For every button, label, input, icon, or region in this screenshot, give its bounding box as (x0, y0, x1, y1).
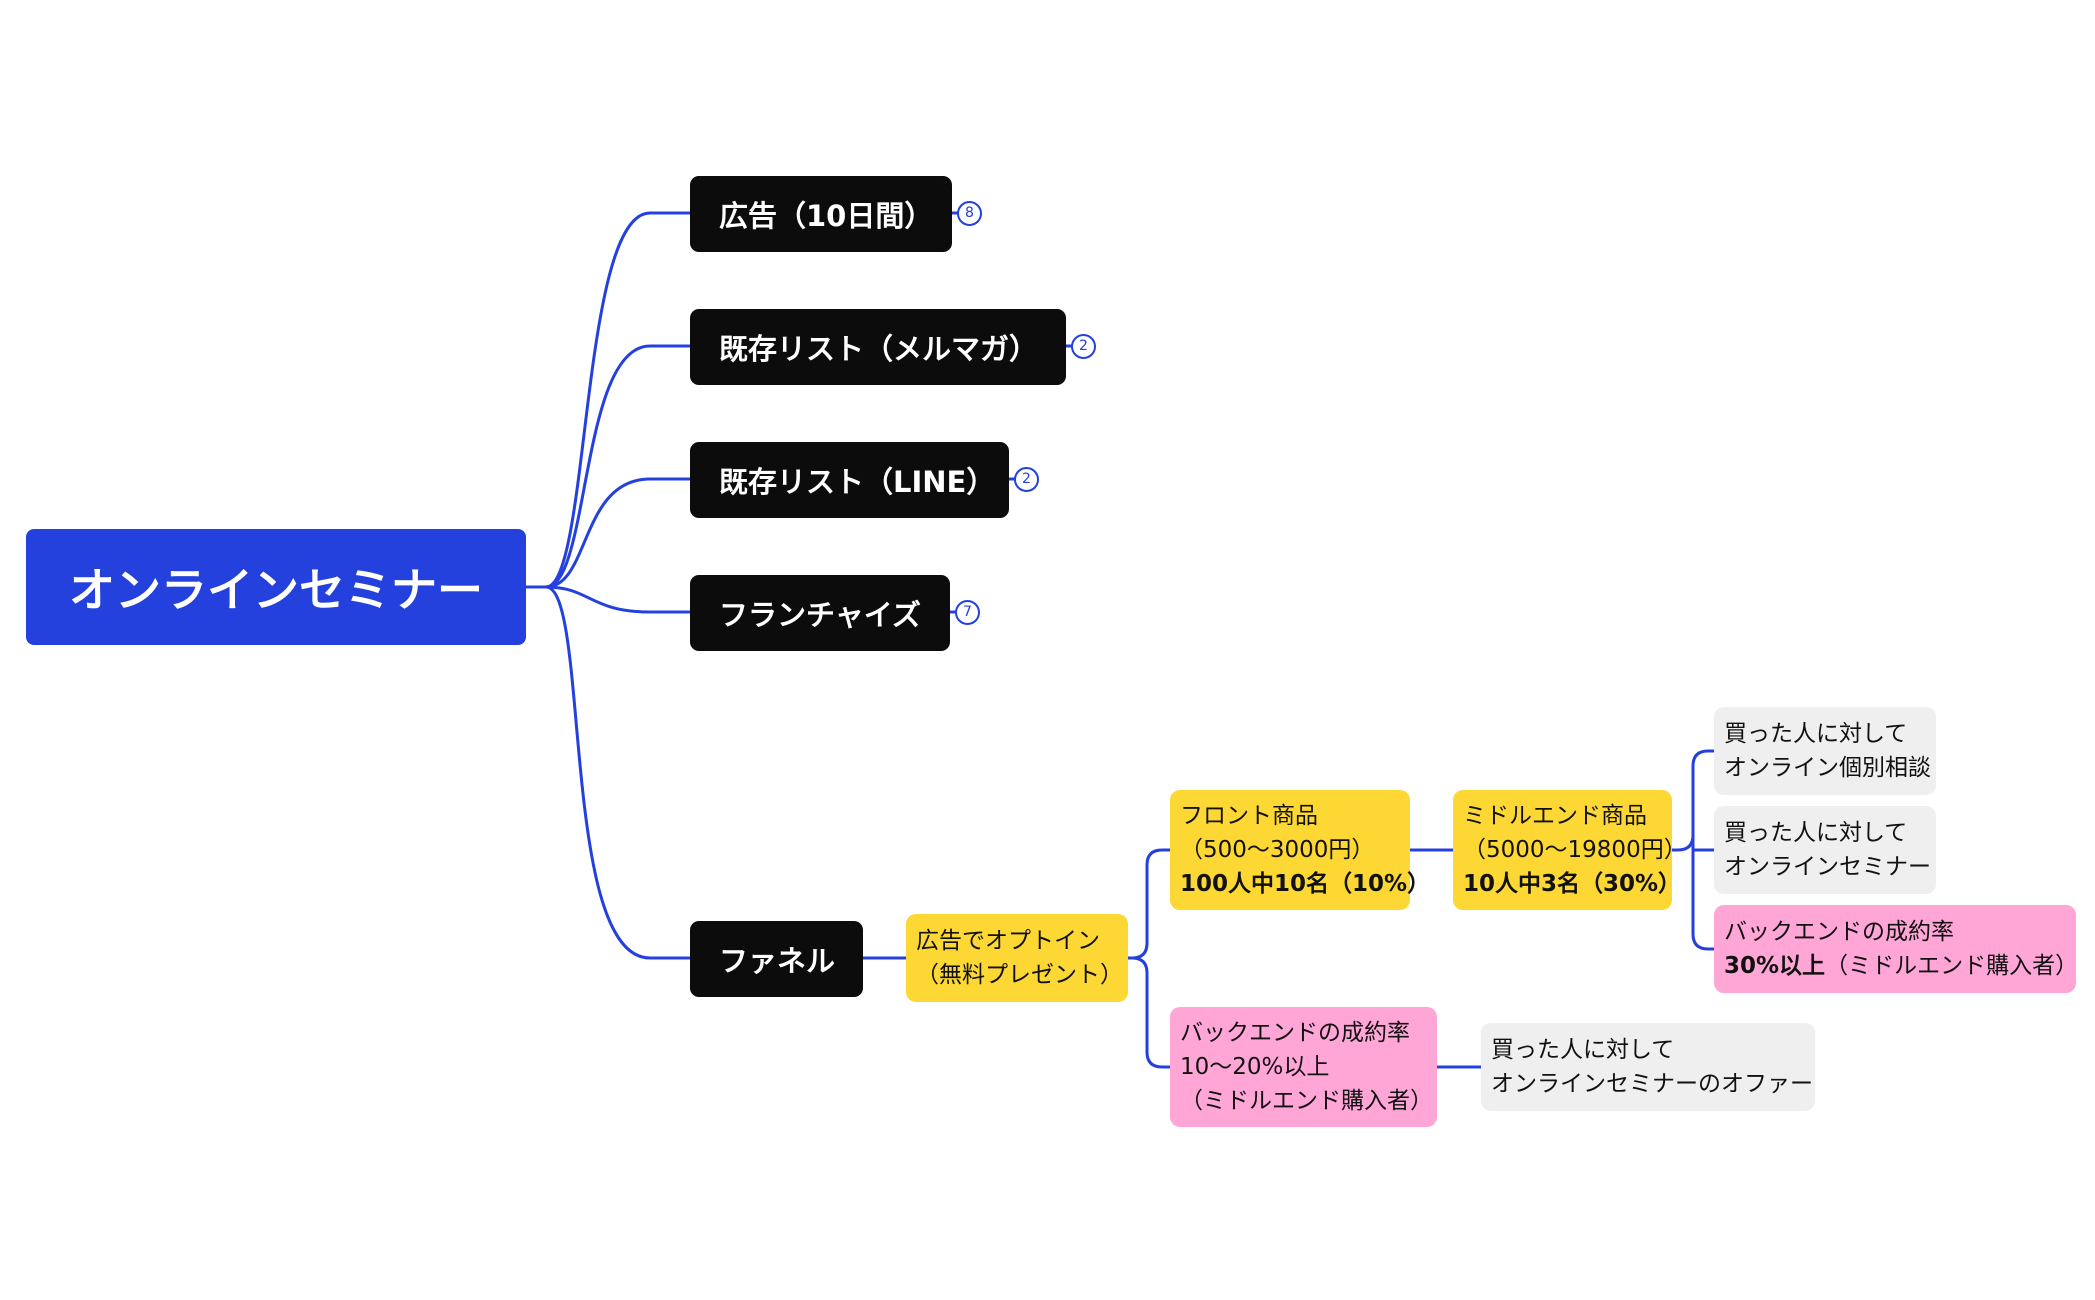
branch-franchise[interactable]: フランチャイズ (690, 575, 950, 651)
edge-middle-children (1672, 749, 1714, 951)
front-line2: （500〜3000円） (1180, 837, 1375, 863)
collapsed-count-badge-ad[interactable]: 8 (957, 201, 982, 226)
backend-child-offer[interactable]: 買った人に対して オンラインセミナーのオファー (1481, 1023, 1815, 1111)
front-product-node[interactable]: フロント商品 （500〜3000円） 100人中10名（10%） (1170, 790, 1431, 910)
front-line3: 100人中10名（10%） (1180, 871, 1431, 897)
edge-optin-backend (1128, 956, 1170, 1069)
edge-optin-front (1128, 848, 1170, 960)
offer-line2: オンラインセミナーのオファー (1491, 1071, 1813, 1097)
edge-root-mailmag (526, 344, 690, 589)
edge-root-franchise (526, 585, 690, 614)
middle-product-node[interactable]: ミドルエンド商品 （5000〜19800円） 10人中3名（30%） (1453, 790, 1687, 910)
branch-funnel-label: ファネル (719, 944, 836, 978)
consult-line2: オンライン個別相談 (1724, 755, 1931, 781)
root-label: オンラインセミナー (69, 563, 483, 617)
seminar-line2: オンラインセミナー (1724, 854, 1931, 880)
collapsed-count-badge-line[interactable]: 2 (1014, 467, 1039, 492)
branch-ad[interactable]: 広告（10日間） (690, 176, 952, 252)
front-line1: フロント商品 (1180, 803, 1318, 829)
edge-root-ad (526, 211, 690, 589)
edge-root-line (526, 477, 690, 589)
seminar-line1: 買った人に対して (1724, 820, 1908, 846)
branch-ad-label: 広告（10日間） (719, 199, 934, 233)
middle-line2: （5000〜19800円） (1463, 837, 1687, 863)
middle-child-seminar[interactable]: 買った人に対して オンラインセミナー (1714, 806, 1936, 894)
backend-rate-line2: 30%以上（ミドルエンド購入者） (1724, 949, 2079, 983)
backend-line1: バックエンドの成約率 (1180, 1020, 1410, 1046)
branch-line[interactable]: 既存リスト（LINE） (690, 442, 1009, 518)
middle-line3: 10人中3名（30%） (1463, 871, 1682, 897)
optin-node[interactable]: 広告でオプトイン （無料プレゼント） (906, 914, 1128, 1002)
backend-rate-line1: バックエンドの成約率 (1724, 919, 1954, 945)
branch-franchise-label: フランチャイズ (719, 598, 921, 632)
branch-mailmag-label: 既存リスト（メルマガ） (719, 332, 1039, 366)
backend-rate-bold: 30%以上 (1724, 953, 1826, 979)
middle-child-consult[interactable]: 買った人に対して オンライン個別相談 (1714, 707, 1936, 795)
backend-line2: 10〜20%以上 (1180, 1054, 1330, 1080)
edge-root-funnel (526, 585, 690, 960)
branch-mailmag[interactable]: 既存リスト（メルマガ） (690, 309, 1066, 385)
offer-line1: 買った人に対して (1491, 1037, 1675, 1063)
middle-child-backend-rate[interactable]: バックエンドの成約率 30%以上（ミドルエンド購入者） (1714, 905, 2079, 993)
root-node[interactable]: オンラインセミナー (26, 529, 526, 645)
collapsed-count-badge-mailmag[interactable]: 2 (1071, 334, 1096, 359)
branch-funnel[interactable]: ファネル (690, 921, 863, 997)
backend-node[interactable]: バックエンドの成約率 10〜20%以上 （ミドルエンド購入者） (1170, 1007, 1437, 1127)
branch-line-label: 既存リスト（LINE） (719, 465, 996, 499)
backend-line3: （ミドルエンド購入者） (1180, 1088, 1433, 1114)
consult-line1: 買った人に対して (1724, 721, 1908, 747)
middle-line1: ミドルエンド商品 (1463, 803, 1647, 829)
backend-rate-rest: （ミドルエンド購入者） (1825, 953, 2079, 979)
optin-line1: 広告でオプトイン (916, 928, 1100, 954)
collapsed-count-badge-franchise[interactable]: 7 (955, 600, 980, 625)
optin-line2: （無料プレゼント） (916, 962, 1123, 988)
